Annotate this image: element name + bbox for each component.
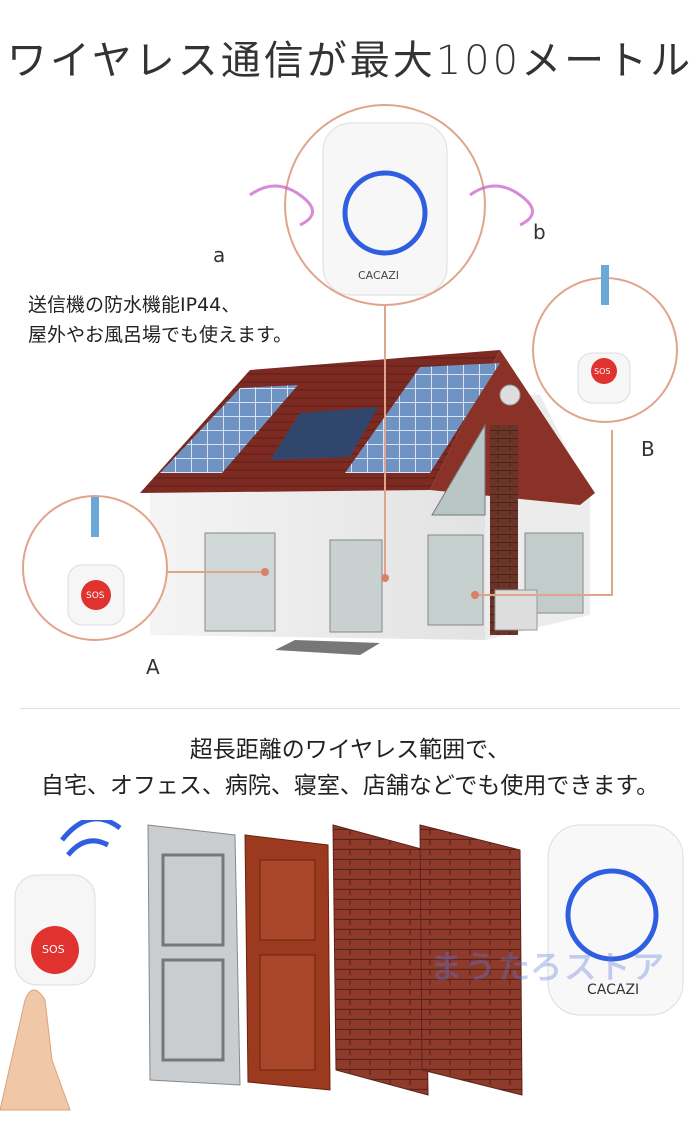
receiver-brand-bottom: CACAZI: [587, 982, 640, 998]
brick-wall-2: [419, 824, 523, 1096]
waterproof-line-2: 屋外やお風呂場でも使えます。: [28, 324, 293, 346]
waterproof-line-1: 送信機の防水機能IP44、: [28, 294, 241, 316]
receiver-device-bottom: [547, 824, 684, 1016]
receiver-ring-bottom: [565, 868, 659, 962]
range-description: 超長距離のワイヤレス範囲で、 自宅、オフェス、病院、寝室、店舗などでも使用できま…: [0, 732, 700, 804]
window-mid: [427, 534, 484, 626]
range-line-2: 自宅、オフェス、病院、寝室、店舗などでも使用できます。: [40, 773, 660, 799]
door-glass: [329, 539, 383, 633]
solar-heater: [270, 407, 378, 460]
sos-label-b: SOS: [594, 367, 611, 376]
section-divider: [20, 708, 680, 709]
obstacle-illustration: [0, 820, 684, 1111]
window-upper: [431, 423, 486, 516]
house-illustration: [22, 104, 678, 655]
receiver-brand-top: CACAZI: [358, 269, 399, 282]
signal-arc-2: [60, 820, 122, 842]
brick-wall-1: [332, 824, 429, 1096]
headline: ワイヤレス通信が最大100メートル: [6, 38, 694, 84]
waterproof-description: 送信機の防水機能IP44、 屋外やお風呂場でも使えます。: [28, 290, 292, 350]
label-a: a: [213, 243, 226, 267]
window-left: [204, 532, 276, 632]
label-b: b: [533, 220, 546, 244]
metal-door: [147, 824, 241, 1086]
finger: [0, 989, 71, 1111]
solar-panel-right: [345, 363, 500, 473]
signal-arc-1: [66, 838, 110, 857]
watermark: まうたろストア: [430, 948, 667, 986]
sos-button: [31, 926, 79, 974]
label-B: B: [641, 437, 655, 461]
receiver-device: [322, 122, 448, 296]
receiver-ring: [342, 170, 428, 256]
sos-label-a: SOS: [86, 591, 105, 601]
label-A: A: [146, 655, 160, 679]
range-line-1: 超長距離のワイヤレス範囲で、: [189, 737, 511, 763]
sos-label-bottom: SOS: [42, 943, 65, 956]
solar-panel-left: [160, 385, 298, 473]
